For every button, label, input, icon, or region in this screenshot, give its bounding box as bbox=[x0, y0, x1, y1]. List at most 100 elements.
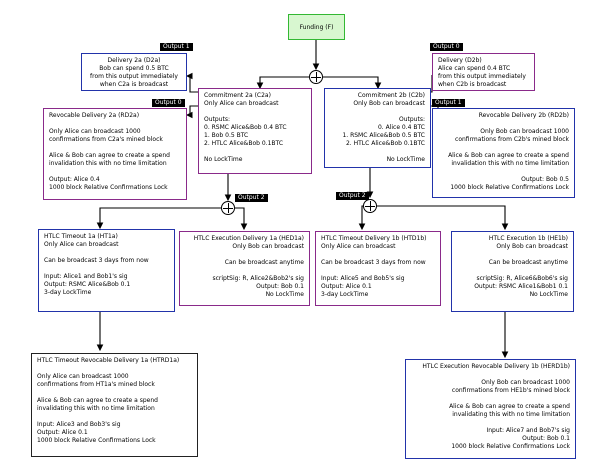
node-line: Only Alice can broadcast 1000 bbox=[37, 373, 129, 380]
node-line: 3-day LockTime bbox=[44, 289, 92, 296]
node-line: when C2b is broadcast bbox=[438, 81, 507, 88]
node-line: 1000 block Relative Confirmations Lock bbox=[450, 184, 569, 191]
node-line: from this output immediately bbox=[90, 73, 178, 80]
node-line: Only Alice can broadcast bbox=[44, 241, 119, 248]
htlc-timeout-1a-node: HTLC Timeout 1a (HT1a) Only Alice can br… bbox=[38, 229, 175, 312]
node-line: Output: Alice 0.1 bbox=[37, 429, 88, 436]
node-line: Only Alice can broadcast bbox=[204, 100, 279, 107]
node-line: 2. HTLC Alice&Bob 0.1BTC bbox=[345, 140, 425, 147]
node-line: Commitment 2b (C2b) bbox=[357, 92, 425, 99]
htlc-execution-delivery-1a-node: HTLC Execution Delivery 1a (HED1a) Only … bbox=[179, 231, 310, 306]
node-line: Alice & Bob can agree to create a spend bbox=[449, 403, 570, 410]
funding-node: Funding (F) bbox=[288, 14, 345, 40]
htlc-execution-revocable-delivery-1b-node: HTLC Execution Revocable Delivery 1b (HE… bbox=[405, 359, 576, 459]
node-line: Alice & Bob can agree to create a spend bbox=[37, 397, 158, 404]
node-line: HTLC Execution Revocable Delivery 1b (HE… bbox=[422, 363, 570, 370]
node-line: 1000 block Relative Confirmations Lock bbox=[37, 437, 156, 444]
node-line: 1. Bob 0.5 BTC bbox=[204, 132, 249, 139]
output-label: Output 0 bbox=[152, 99, 185, 107]
node-line: Output: Bob 0.1 bbox=[256, 283, 304, 290]
node-line: Output: RSMC Alice1&Bob1 0.1 bbox=[474, 283, 568, 290]
node-line: Revocable Delivery 2a (RD2a) bbox=[49, 112, 140, 119]
node-line: HTLC Timeout 1a (HT1a) bbox=[44, 233, 118, 240]
node-line: Can be broadcast anytime bbox=[224, 259, 304, 266]
node-line: confirmations from HT1a's mined block bbox=[37, 381, 155, 388]
node-line: Alice & Bob can agree to create a spend bbox=[448, 152, 569, 159]
node-line: 3-day LockTime bbox=[321, 291, 369, 298]
node-line: HTLC Timeout Delivery 1b (HTD1b) bbox=[321, 235, 427, 242]
node-line: No LockTime bbox=[529, 291, 568, 298]
node-line: Input: Alice1 and Bob1's sig bbox=[44, 273, 128, 280]
node-line: Only Alice can broadcast 1000 bbox=[49, 128, 141, 135]
output-label: Output 1 bbox=[432, 99, 465, 107]
node-line: Revocable Delivery 2b (RD2b) bbox=[478, 112, 569, 119]
htlc-execution-1b-node: HTLC Execution 1b (HE1b) Only Bob can br… bbox=[451, 231, 574, 312]
node-line: HTLC Execution Delivery 1a (HED1a) bbox=[193, 235, 304, 242]
node-line: confirmations from C2b's mined block bbox=[455, 136, 569, 143]
node-line: Alice & Bob can agree to create a spend bbox=[49, 152, 170, 159]
node-line: Output: Alice 0.4 bbox=[49, 176, 100, 183]
node-line: Only Bob can broadcast 1000 bbox=[481, 379, 570, 386]
commitment-2b-node: Commitment 2b (C2b) Only Bob can broadca… bbox=[324, 88, 431, 168]
node-line: Commitment 2a (C2a) bbox=[204, 92, 271, 99]
node-line: Outputs: bbox=[204, 116, 230, 123]
node-line: No LockTime bbox=[265, 291, 304, 298]
node-line: 0. RSMC Alice&Bob 0.4 BTC bbox=[204, 124, 287, 131]
output-label: Output 0 bbox=[430, 43, 463, 51]
node-line: Output: RSMC Alice&Bob 0.1 bbox=[44, 281, 131, 288]
node-line: Input: Alice5 and Bob5's sig bbox=[321, 275, 405, 282]
output-label: Output 1 bbox=[160, 43, 193, 51]
node-line: invalidating this with no time limitatio… bbox=[452, 411, 570, 418]
node-line: Output: Bob 0.1 bbox=[522, 435, 570, 442]
revocable-delivery-2b-node: Revocable Delivery 2b (RD2b) Only Bob ca… bbox=[432, 108, 575, 198]
node-line: Can be broadcast 3 days from now bbox=[321, 259, 426, 266]
node-line: Input: Alice3 and Bob3's sig bbox=[37, 421, 121, 428]
node-line: invalidation this with no time limitatio… bbox=[451, 160, 569, 167]
output-label: Output 2 bbox=[235, 194, 268, 202]
node-line: 1000 block Relative Confirmations Lock bbox=[451, 443, 570, 450]
split-junction-icon bbox=[363, 199, 377, 213]
node-line: Only Bob can broadcast bbox=[232, 243, 304, 250]
node-line: when C2a is broadcast bbox=[99, 81, 169, 88]
revocable-delivery-2a-node: Revocable Delivery 2a (RD2a) Only Alice … bbox=[43, 108, 187, 200]
node-line: HTLC Timeout Revocable Delivery 1a (HTRD… bbox=[37, 357, 180, 364]
node-line: Can be broadcast anytime bbox=[488, 259, 568, 266]
split-junction-icon bbox=[309, 70, 323, 84]
node-line: Only Bob can broadcast bbox=[353, 100, 425, 107]
node-line: Only Bob can broadcast bbox=[496, 243, 568, 250]
node-line: HTLC Execution 1b (HE1b) bbox=[488, 235, 568, 242]
node-line: No LockTime bbox=[386, 156, 425, 163]
node-line: Can be broadcast 3 days from now bbox=[44, 257, 149, 264]
node-line: scriptSig: R, Alice2&Bob2's sig bbox=[212, 275, 304, 282]
node-line: Delivery 2a (D2a) bbox=[107, 57, 161, 64]
node-line: confirmations from HE1b's mined block bbox=[451, 387, 570, 394]
node-line: 2. HTLC Alice&Bob 0.1BTC bbox=[204, 140, 284, 147]
commitment-2a-node: Commitment 2a (C2a) Only Alice can broad… bbox=[198, 88, 312, 174]
node-line: 0. Alice 0.4 BTC bbox=[377, 124, 425, 131]
output-label: Output 2 bbox=[336, 192, 369, 200]
split-junction-icon bbox=[221, 201, 235, 215]
delivery-2b-node: Delivery (D2b) Alice can spend 0.4 BTC f… bbox=[432, 53, 535, 91]
node-line: Input: Alice7 and Bob7's sig bbox=[486, 427, 570, 434]
node-line: 1000 block Relative Confirmations Lock bbox=[49, 184, 168, 191]
htlc-timeout-delivery-1b-node: HTLC Timeout Delivery 1b (HTD1b) Only Al… bbox=[315, 231, 441, 306]
node-line: Output: Bob 0.5 bbox=[521, 176, 569, 183]
node-line: Bob can spend 0.5 BTC bbox=[99, 65, 169, 72]
node-line: Outputs: bbox=[399, 116, 425, 123]
node-line: 1. RSMC Alice&Bob 0.5 BTC bbox=[342, 132, 425, 139]
node-line: Alice can spend 0.4 BTC bbox=[438, 65, 511, 72]
node-line: No LockTime bbox=[204, 156, 243, 163]
htlc-timeout-revocable-delivery-1a-node: HTLC Timeout Revocable Delivery 1a (HTRD… bbox=[31, 353, 198, 457]
node-line: Output: Alice 0.1 bbox=[321, 283, 372, 290]
node-line: Only Alice can broadcast bbox=[321, 243, 396, 250]
node-line: invalidation this with no time limitatio… bbox=[49, 160, 167, 167]
node-line: invalidating this with no time limitatio… bbox=[37, 405, 155, 412]
node-line: scriptSig: R, Alice6&Bob6's sig bbox=[476, 275, 568, 282]
funding-title: Funding (F) bbox=[299, 24, 334, 31]
node-line: from this output immediately bbox=[438, 73, 526, 80]
node-line: confirmations from C2a's mined block bbox=[49, 136, 163, 143]
delivery-2a-node: Delivery 2a (D2a) Bob can spend 0.5 BTC … bbox=[81, 53, 187, 91]
node-line: Only Bob can broadcast 1000 bbox=[480, 128, 569, 135]
node-line: Delivery (D2b) bbox=[438, 57, 482, 64]
